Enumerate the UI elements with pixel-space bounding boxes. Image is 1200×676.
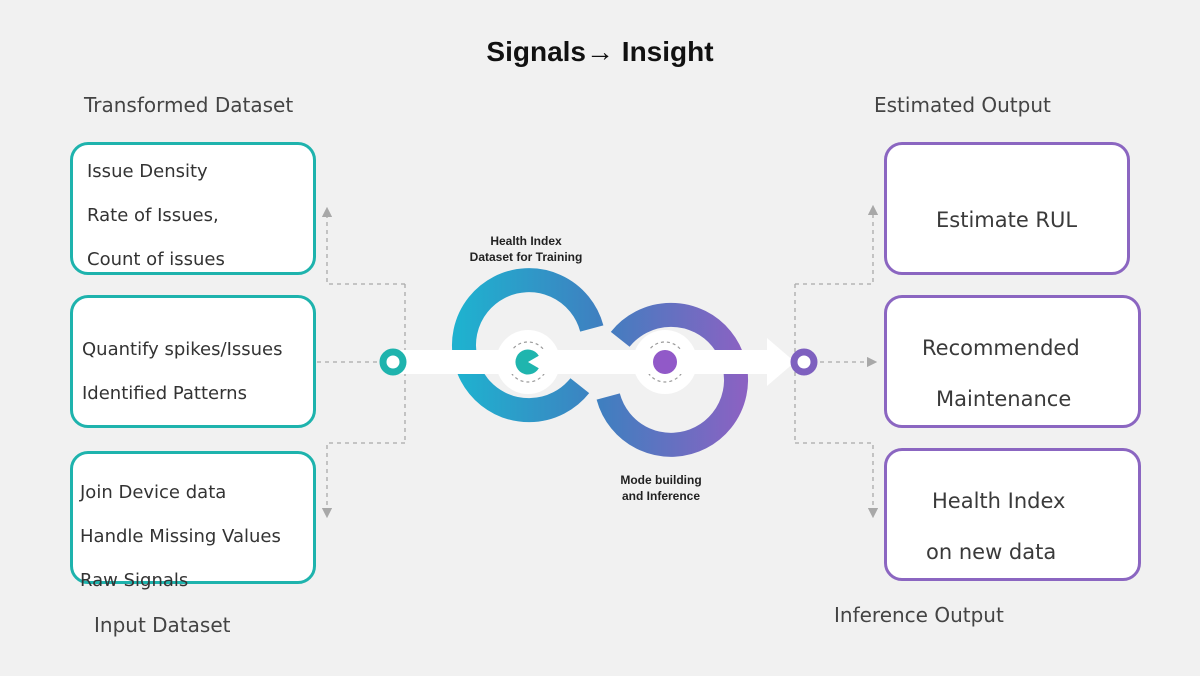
inference-output-label: Inference Output <box>834 603 1004 627</box>
list-item: Health Index <box>932 489 1066 513</box>
list-item: Handle Missing Values <box>80 526 281 547</box>
infinity-loop <box>451 268 749 457</box>
list-item: Raw Signals <box>80 570 189 591</box>
list-item: Identified Patterns <box>82 383 247 404</box>
health-index-box <box>884 448 1141 581</box>
list-item: Issue Density <box>87 161 208 182</box>
patterns-box <box>70 295 316 428</box>
list-item: Estimate RUL <box>936 208 1078 232</box>
main-flow-arrow <box>393 338 795 386</box>
list-item: Recommended <box>922 336 1080 360</box>
right-connectors <box>794 204 879 519</box>
estimated-output-label: Estimated Output <box>874 93 1051 117</box>
loop-left-ring <box>451 268 604 423</box>
page-title: Signals→ Insight <box>486 36 714 67</box>
estimate-rul-box <box>884 142 1130 275</box>
health-index-dataset-label: Health Index Dataset for Training <box>469 234 583 264</box>
model-building-label: Mode building and Inference <box>620 473 702 503</box>
list-item: Rate of Issues, <box>87 205 219 226</box>
dot-icon <box>653 350 677 374</box>
transformed-dataset-box <box>70 142 316 275</box>
list-item: Count of issues <box>87 249 225 270</box>
left-connectors <box>317 206 406 519</box>
left-hub-node <box>379 348 407 376</box>
list-item: on new data <box>926 540 1057 564</box>
list-item: Join Device data <box>80 482 227 503</box>
list-item: Maintenance <box>936 387 1072 411</box>
transformed-dataset-label: Transformed Dataset <box>84 93 294 117</box>
right-hub-node <box>790 348 818 376</box>
input-dataset-box <box>70 451 316 584</box>
pacman-icon <box>515 349 539 375</box>
list-item: Quantify spikes/Issues <box>82 339 283 360</box>
recommended-maintenance-box <box>884 295 1141 428</box>
input-dataset-label: Input Dataset <box>94 613 231 637</box>
loop-right-ring <box>596 302 749 457</box>
